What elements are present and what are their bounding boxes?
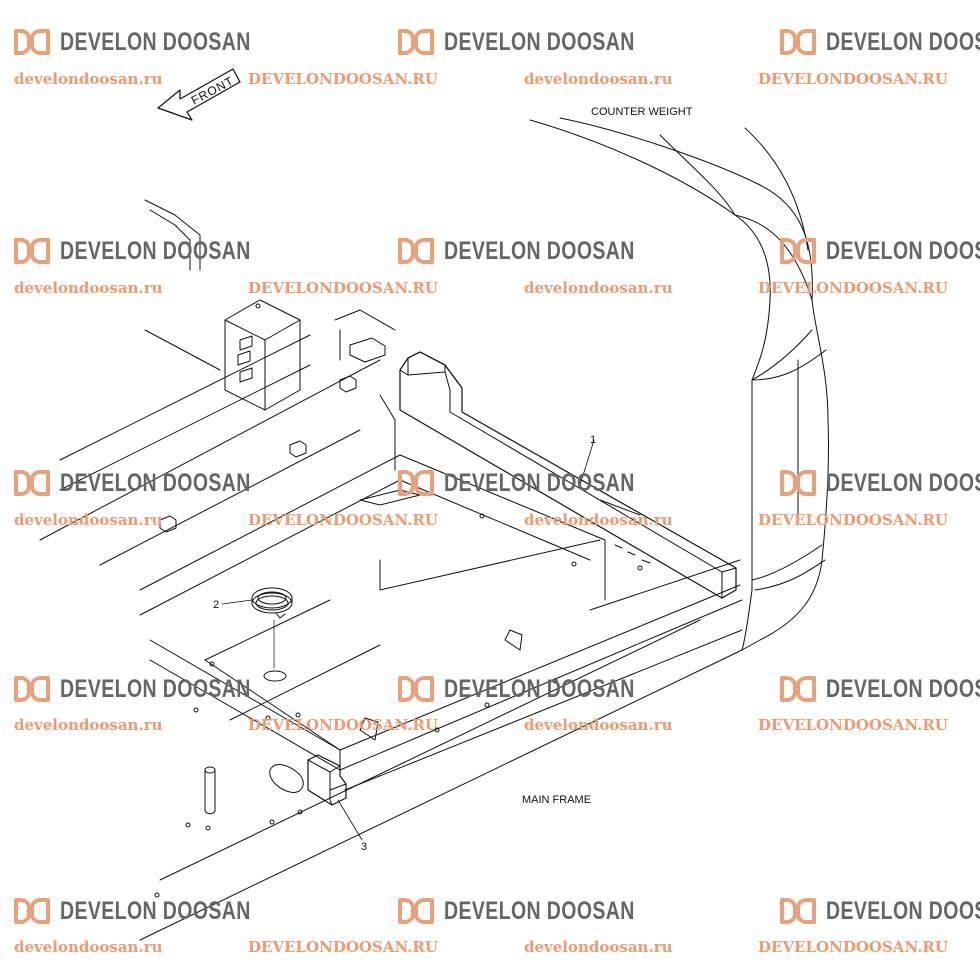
leader-lines	[221, 439, 595, 841]
counter-weight-outline	[529, 117, 830, 651]
part-2-grommet[interactable]	[251, 587, 293, 682]
part-3-callout: 3	[361, 841, 367, 853]
front-direction-arrow: FRONT	[157, 68, 241, 121]
front-label: FRONT	[189, 74, 236, 108]
main-frame-label: MAIN FRAME	[522, 794, 591, 806]
part-1-callout: 1	[590, 434, 596, 446]
part-2-callout: 2	[213, 599, 219, 611]
part-3-block[interactable]	[307, 754, 347, 806]
counter-weight-label: COUNTER WEIGHT	[591, 106, 693, 118]
main-frame-structure	[39, 199, 743, 941]
part-1-bar[interactable]	[399, 351, 737, 599]
